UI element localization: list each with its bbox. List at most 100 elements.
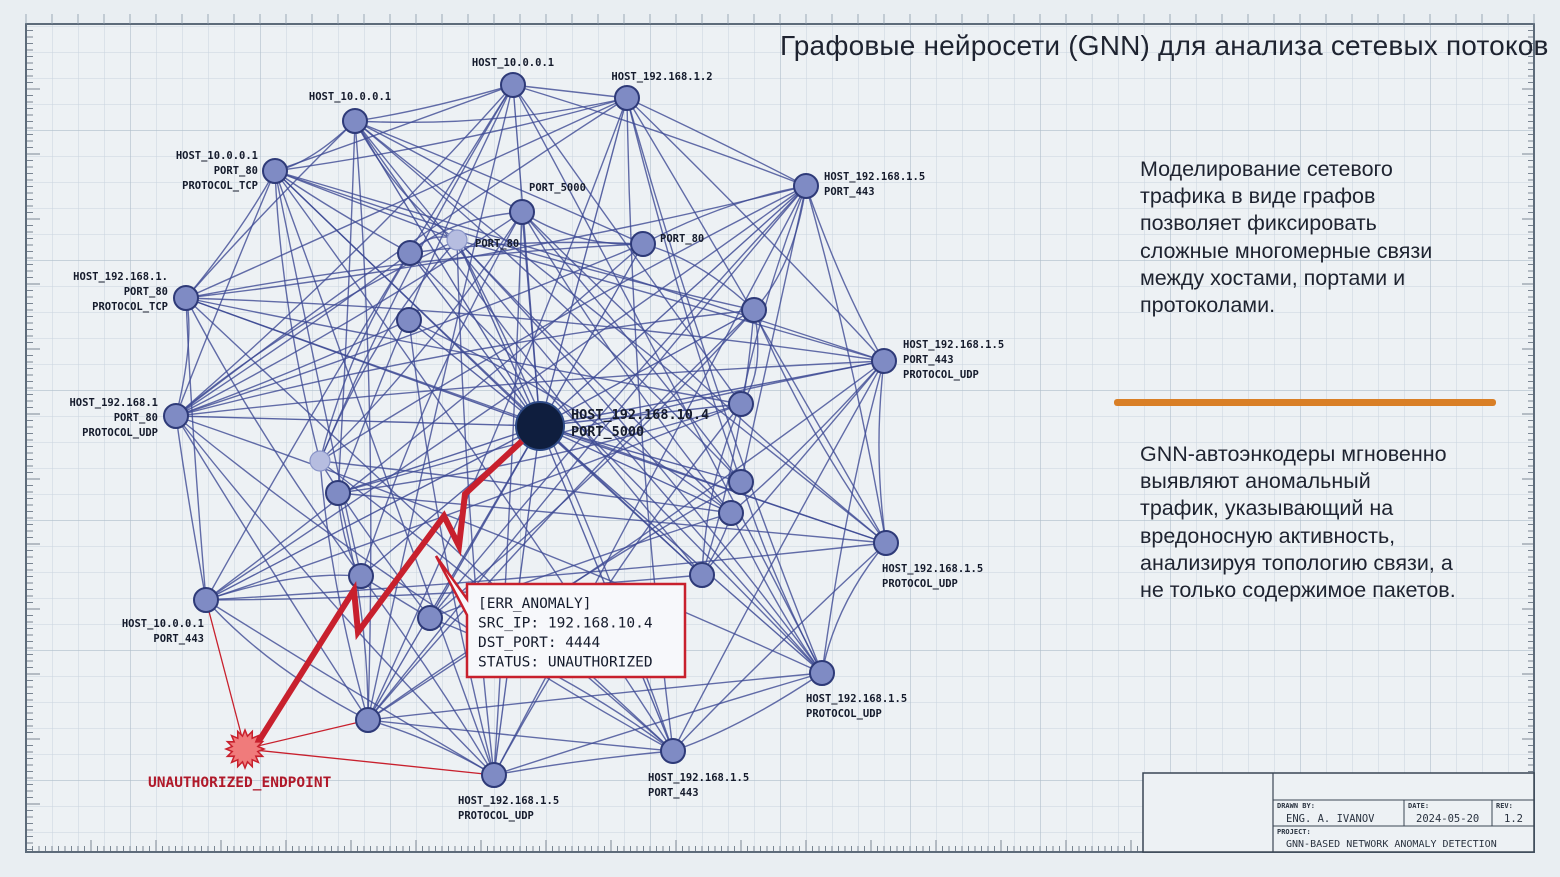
graph-node-faded — [446, 229, 468, 251]
graph-edge — [175, 415, 369, 721]
graph-edge — [521, 211, 887, 544]
graph-edge — [354, 120, 703, 576]
graph-edge — [493, 211, 523, 776]
graph-edge — [354, 84, 514, 122]
graph-edge — [740, 481, 823, 674]
paragraph2-line: вредоносную активность, — [1140, 523, 1396, 548]
node-label: HOST_192.168.1.5 — [824, 171, 925, 183]
graph-edge — [539, 425, 732, 514]
graph-edge — [821, 542, 887, 674]
node-labels: HOST_10.0.0.1HOST_192.168.1.2HOST_10.0.0… — [69, 57, 1004, 822]
graph-edge — [175, 252, 411, 417]
graph-edge — [205, 599, 495, 776]
graph-node — [481, 762, 507, 788]
graph-edge — [512, 84, 742, 405]
graph-edge — [409, 252, 823, 674]
graph-edge — [319, 239, 458, 462]
graph-edge — [409, 252, 541, 427]
graph-edge — [319, 460, 431, 619]
center-node-label: HOST_192.168.10.4 — [571, 407, 709, 423]
node-label: PROTOCOL_UDP — [903, 369, 979, 381]
graph-node — [509, 199, 535, 225]
graph-edge — [185, 297, 742, 405]
graph-edge — [367, 719, 674, 752]
graph-edge — [319, 185, 807, 462]
graph-edge — [539, 185, 807, 427]
graph-edge — [175, 211, 523, 417]
rev-value: 1.2 — [1504, 813, 1523, 825]
node-label: HOST_10.0.0.1 — [122, 618, 204, 630]
alert-line: STATUS: UNAUTHORIZED — [478, 655, 653, 671]
graph-edge — [274, 84, 514, 172]
graph-node — [728, 391, 754, 417]
graph-edge — [205, 425, 541, 601]
graph-edge — [337, 403, 742, 494]
graph-edge — [185, 297, 207, 601]
title-block: DRAWN BY: ENG. A. IVANOV DATE: 2024-05-2… — [1142, 772, 1535, 853]
date-value: 2024-05-20 — [1416, 813, 1479, 825]
graph-node — [500, 72, 526, 98]
alert-line: SRC_IP: 192.168.10.4 — [478, 616, 653, 632]
graph-edge — [185, 170, 276, 299]
graph-node — [660, 738, 686, 764]
graph-edge — [175, 243, 644, 417]
graph-edge — [642, 243, 755, 311]
rev-label: REV: — [1496, 802, 1513, 810]
graph-edge — [337, 492, 369, 721]
graph-edge — [753, 309, 887, 544]
graph-node — [614, 85, 640, 111]
node-label: PORT_443 — [903, 354, 954, 366]
graph-edge — [626, 97, 742, 483]
node-label: PORT_80 — [660, 233, 704, 245]
node-label: PROTOCOL_UDP — [882, 578, 958, 590]
node-label: PROTOCOL_UDP — [806, 708, 882, 720]
date-label: DATE: — [1408, 802, 1429, 810]
graph-edge — [274, 170, 321, 462]
graph-edge — [175, 170, 276, 417]
node-label: HOST_10.0.0.1 — [309, 91, 391, 103]
graph-edge — [429, 309, 755, 619]
graph-edge — [493, 185, 807, 776]
ruler-ticks — [25, 14, 1535, 852]
graph-node — [396, 307, 422, 333]
graph-edge — [205, 574, 703, 601]
node-label: PROTOCOL_UDP — [458, 810, 534, 822]
graph-edge — [354, 120, 541, 427]
graph-edge — [367, 84, 514, 721]
graph-edge — [539, 309, 755, 427]
alert-line: [ERR_ANOMALY] — [478, 596, 592, 612]
graph-edge — [456, 239, 885, 362]
graph-edge — [354, 120, 823, 674]
graph-node — [325, 480, 351, 506]
graph-node — [342, 108, 368, 134]
paragraph2-line: не только содержимое пакетов. — [1140, 578, 1456, 603]
graph-edge — [493, 672, 823, 776]
graph-edge — [337, 120, 356, 494]
graph-node — [873, 530, 899, 556]
graph-edge — [354, 120, 887, 544]
graph-edge — [205, 185, 807, 601]
drawn-by-value: ENG. A. IVANOV — [1286, 813, 1375, 825]
graph-node — [417, 605, 443, 631]
graph-node — [871, 348, 897, 374]
node-label: PORT_80 — [475, 238, 519, 250]
graph-edge — [367, 360, 885, 721]
node-label: PORT_80 — [214, 165, 258, 177]
graph-edge — [185, 297, 362, 577]
graph-edge — [274, 170, 362, 577]
graph-node — [728, 469, 754, 495]
graph-edge — [175, 415, 674, 752]
graph-edge — [730, 360, 885, 514]
graph-edge — [205, 542, 887, 601]
graph-node — [809, 660, 835, 686]
anomaly-lightning-path — [254, 438, 525, 746]
project-label: PROJECT: — [1277, 828, 1311, 836]
node-label: PROTOCOL_TCP — [182, 180, 258, 192]
graph-edge — [205, 599, 369, 721]
graph-edge — [175, 415, 207, 601]
graph-edge — [175, 415, 495, 776]
graph-node — [355, 707, 381, 733]
paragraph2-line: трафик, указывающий на — [1140, 496, 1394, 521]
node-label: PORT_80 — [124, 286, 168, 298]
